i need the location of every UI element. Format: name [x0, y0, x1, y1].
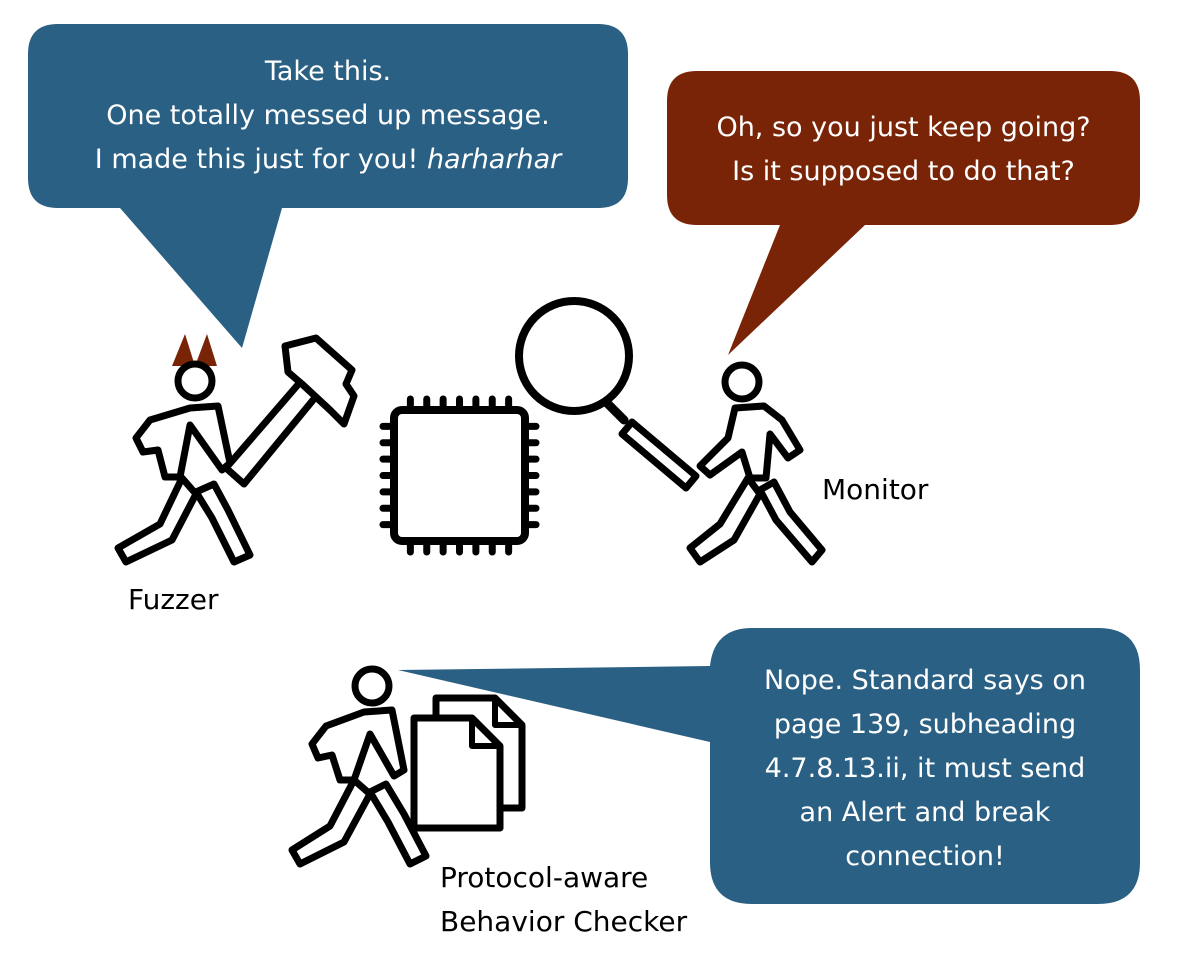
fuzzer-figure-icon	[114, 334, 254, 566]
monitor-bubble-line-2: Is it supposed to do that?	[732, 156, 1075, 187]
checker-label-line-2: Behavior Checker	[440, 905, 688, 938]
fuzzer-bubble-line-1: Take this.	[264, 56, 392, 87]
monitor-speech-bubble	[667, 71, 1140, 355]
monitor-bubble-line-1: Oh, so you just keep going?	[716, 112, 1091, 143]
documents-icon	[410, 694, 526, 832]
checker-bubble-line-2: page 139, subheading	[773, 709, 1077, 740]
monitor-figure-icon	[686, 361, 826, 566]
checker-bubble-text: Nope. Standard says on page 139, subhead…	[710, 659, 1140, 879]
checker-label: Protocol-aware Behavior Checker	[440, 856, 687, 944]
checker-figure-icon	[288, 665, 430, 868]
monitor-label: Monitor	[822, 473, 929, 506]
fuzzer-bubble-line-3-italic: harharhar	[426, 144, 562, 175]
checker-bubble-line-4: an Alert and break	[799, 797, 1051, 828]
monitor-bubble-text: Oh, so you just keep going? Is it suppos…	[667, 106, 1140, 194]
checker-bubble-line-5: connection!	[845, 841, 1005, 872]
fuzzer-label: Fuzzer	[128, 583, 219, 616]
fuzzer-bubble-line-2: One totally messed up message.	[106, 100, 550, 131]
checker-bubble-line-3: 4.7.8.13.ii, it must send	[764, 753, 1086, 784]
checker-bubble-line-1: Nope. Standard says on	[764, 665, 1086, 696]
fuzzer-bubble-line-3-plain: I made this just for you!	[94, 144, 427, 175]
devil-horns-icon	[172, 334, 217, 366]
checker-speech-bubble	[398, 628, 1140, 904]
fuzzer-bubble-text: Take this. One totally messed up message…	[28, 50, 628, 182]
magnifying-glass-icon	[515, 297, 700, 492]
fuzzer-speech-bubble	[28, 24, 628, 348]
checker-label-line-1: Protocol-aware	[440, 861, 649, 894]
hammer-icon	[222, 334, 358, 488]
microchip-icon	[379, 395, 540, 556]
fuzzer-bubble-line-3: I made this just for you! harharhar	[28, 138, 628, 182]
